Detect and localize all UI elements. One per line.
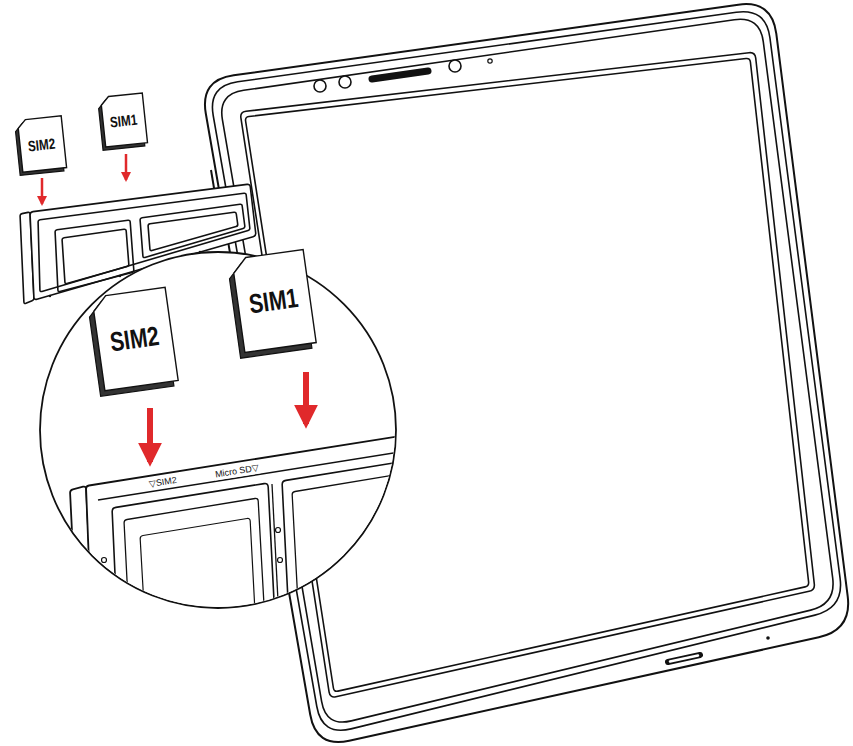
tray-rivet bbox=[278, 558, 283, 563]
camera-lens bbox=[314, 80, 326, 92]
sim-face bbox=[232, 249, 316, 352]
sim-face bbox=[92, 287, 178, 390]
magnified-tray bbox=[70, 436, 410, 640]
tray-slot bbox=[282, 463, 410, 640]
insert-arrow bbox=[125, 154, 128, 180]
tray-slot bbox=[112, 484, 276, 640]
insert-arrow bbox=[41, 178, 44, 204]
tray-frame bbox=[86, 436, 410, 640]
tray-slot-inner bbox=[148, 212, 238, 250]
tray-edge bbox=[98, 452, 400, 500]
tray-rivet bbox=[104, 588, 109, 593]
tray-rivet bbox=[276, 528, 281, 533]
sim-face bbox=[101, 93, 148, 147]
tray-slot-inner bbox=[292, 474, 410, 640]
tray-slot bbox=[140, 204, 245, 257]
sim-card: SIM1 bbox=[232, 249, 316, 352]
camera-lens bbox=[339, 76, 351, 88]
tray-slot-inner bbox=[124, 498, 266, 640]
earpiece bbox=[372, 71, 428, 79]
sim-card: SIM2 bbox=[92, 287, 178, 390]
tray-rivet bbox=[119, 275, 121, 277]
sim-face bbox=[17, 116, 66, 172]
microphone-hole bbox=[766, 636, 770, 640]
tray-slot-inner bbox=[62, 229, 129, 283]
insert-arrow bbox=[147, 408, 153, 462]
sd-recess bbox=[140, 518, 256, 639]
tray-rivet bbox=[49, 295, 51, 297]
camera-lens bbox=[449, 60, 461, 72]
sim-card: SIM2 bbox=[17, 116, 66, 172]
tray-rivet bbox=[102, 558, 107, 563]
sim-label: SIM2 bbox=[28, 134, 57, 154]
sensor-dot bbox=[488, 59, 492, 63]
insert-arrow bbox=[303, 372, 309, 424]
usb-port bbox=[668, 655, 700, 662]
sim-label: SIM1 bbox=[110, 110, 139, 130]
usb-port bbox=[670, 656, 698, 662]
sim-card: SIM1 bbox=[101, 93, 148, 147]
